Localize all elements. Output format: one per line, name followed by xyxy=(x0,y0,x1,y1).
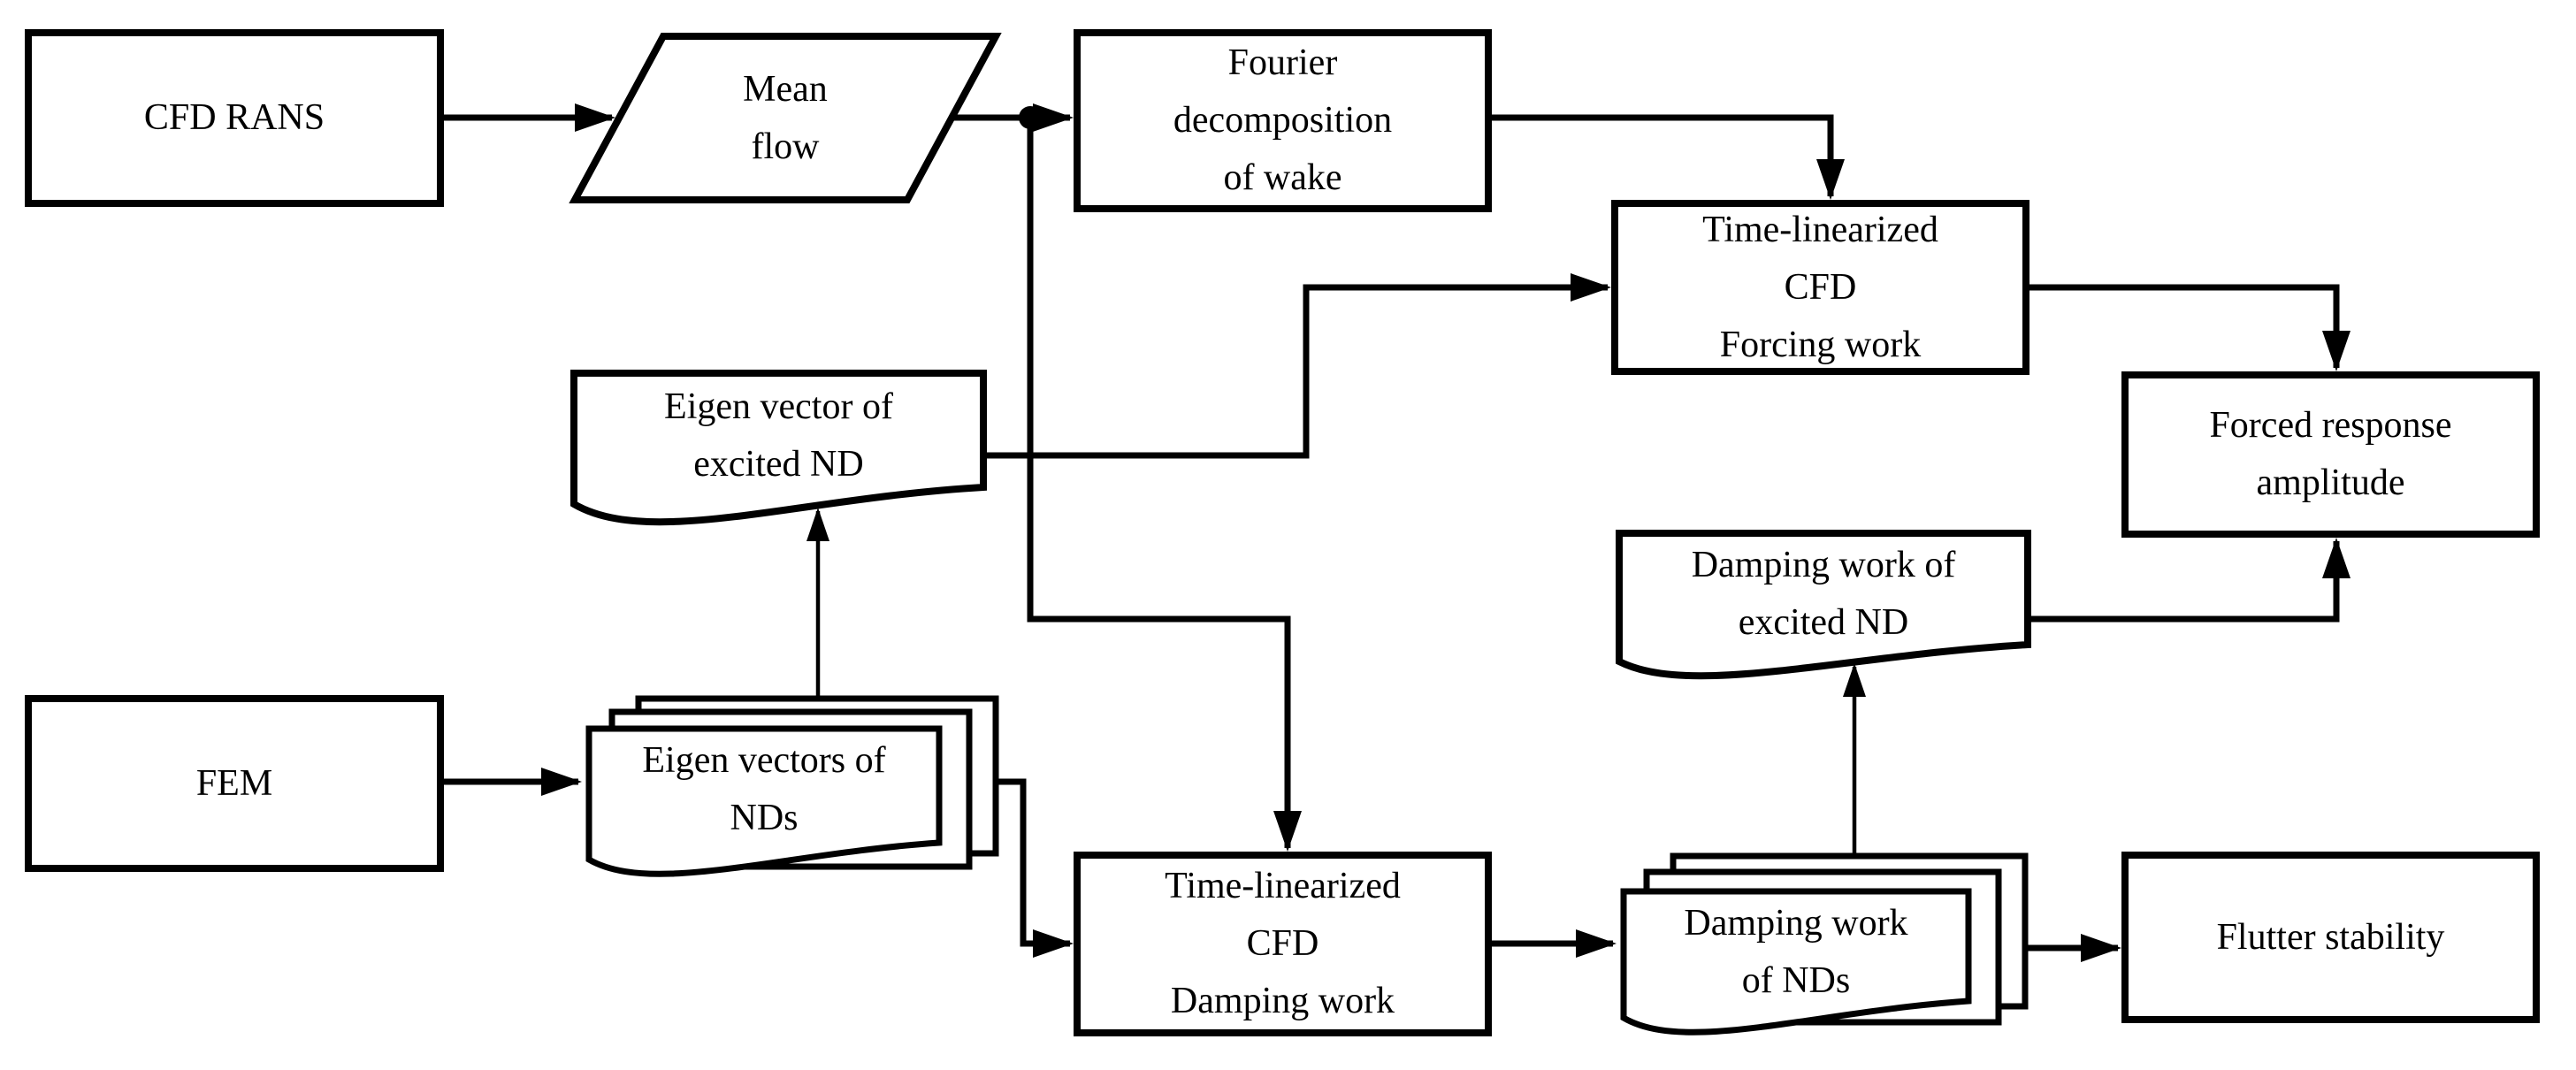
node-fourier-shape xyxy=(1074,29,1492,212)
edge-damping-excited-to-forced-response xyxy=(2031,538,2351,623)
node-forced-response-shape xyxy=(2121,371,2540,538)
damping-nds-sheet-front xyxy=(1620,888,1972,1036)
node-cfd-rans-shape xyxy=(25,29,444,207)
node-damping-nds-stack xyxy=(1620,852,2029,1036)
node-nds-vectors-stack xyxy=(585,695,999,877)
junction-dot xyxy=(1019,106,1042,129)
nds-vectors-sheet-front xyxy=(585,725,943,877)
node-excited-nd-shape xyxy=(570,370,987,526)
node-damping-cfd-shape xyxy=(1074,852,1492,1036)
node-flutter-shape xyxy=(2121,852,2540,1023)
node-damping-excited-shape xyxy=(1616,530,2031,680)
edge-excited-nd-to-forcing-cfd xyxy=(987,273,1611,459)
edge-nds-vectors-to-damping-cfd xyxy=(996,778,1074,958)
node-forcing-cfd-shape xyxy=(1611,200,2029,375)
node-fem-shape xyxy=(25,695,444,872)
edge-forcing-cfd-to-forced-response xyxy=(2026,284,2351,371)
edge-mean-flow-to-damping-cfd xyxy=(1027,118,1302,852)
edge-fourier-to-forcing-cfd xyxy=(1488,114,1845,200)
node-mean-flow-shape xyxy=(569,33,1002,203)
